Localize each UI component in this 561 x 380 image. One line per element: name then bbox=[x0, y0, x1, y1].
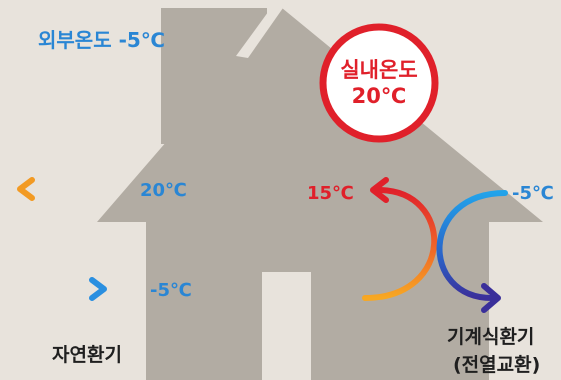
intake-cold-arrow bbox=[436, 190, 508, 313]
exhaust-warm-arrow bbox=[362, 177, 438, 301]
indoor-temp-value: 20℃ bbox=[351, 84, 407, 108]
chimney bbox=[161, 8, 267, 144]
mechanical-ventilation-label: 기계식환기 bbox=[447, 326, 535, 348]
outside-temp-label: 외부온도 -5℃ bbox=[38, 28, 165, 52]
roof-gap bbox=[236, 8, 283, 58]
door bbox=[262, 272, 311, 380]
indoor-temp-badge-text: 실내온도 20℃ bbox=[318, 22, 440, 144]
intake-temp: -5℃ bbox=[512, 183, 554, 204]
natural-out-arrow bbox=[17, 177, 111, 201]
indoor-temp-title: 실내온도 bbox=[340, 57, 418, 82]
house-shape bbox=[97, 8, 543, 380]
natural-ventilation-label: 자연환기 bbox=[52, 344, 122, 366]
natural-in-arrow bbox=[15, 277, 107, 301]
indoor-temp-badge bbox=[319, 23, 439, 143]
mechanical-ventilation-sublabel: (전열교환) bbox=[453, 354, 541, 376]
exhaust-temp: 15℃ bbox=[307, 183, 354, 204]
natural-out-temp: 20℃ bbox=[140, 180, 187, 201]
natural-in-temp: -5℃ bbox=[150, 280, 192, 301]
